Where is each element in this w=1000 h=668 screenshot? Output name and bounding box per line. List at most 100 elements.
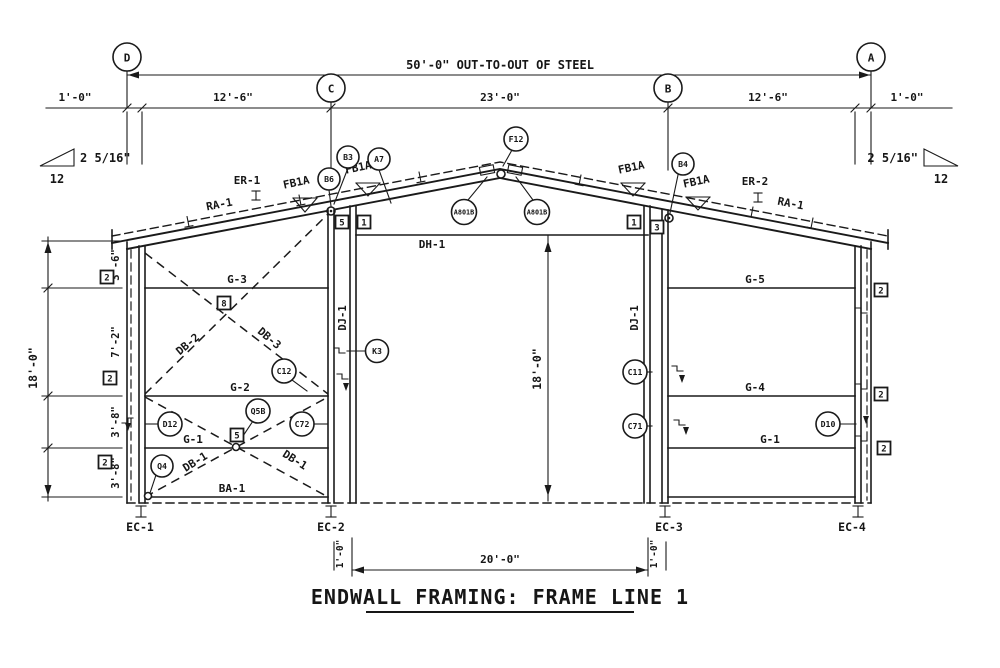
dim-overhang-left: 1'-0" — [58, 91, 91, 104]
grid-bubbles: D C B A — [112, 42, 886, 103]
svg-text:D12: D12 — [163, 419, 178, 429]
label-er2: ER-2 — [742, 175, 769, 188]
callout-a801b-right: A801B — [523, 198, 551, 226]
roof-labels: ER-1 ER-2 RA-1 RA-1 FB1A FB1A FB1A FB1A — [205, 158, 805, 213]
svg-text:C71: C71 — [628, 421, 643, 431]
box-b-left: 1 — [626, 214, 642, 230]
roof-rafters — [110, 161, 890, 251]
x-bracing: DB-2 DB-3 DB-1 DB-1 — [143, 213, 329, 501]
column-bases: EC-1 EC-2 EC-3 EC-4 — [126, 505, 866, 534]
svg-text:A801B: A801B — [454, 209, 474, 217]
callout-c71: C71 — [622, 413, 648, 439]
dim-jamb-left: 1'-0" — [335, 540, 346, 569]
callout-c12: C12 — [271, 358, 297, 384]
label-ra1-left: RA-1 — [205, 196, 234, 214]
box-left-top: 2 — [99, 269, 115, 285]
box-left-bot: 2 — [97, 454, 113, 470]
grid-bubble-a: A — [868, 52, 875, 65]
svg-text:2: 2 — [878, 287, 883, 297]
label-db1-left: DB-1 — [180, 449, 210, 474]
label-fb1a-1: FB1A — [282, 173, 311, 191]
callout-a7: A7 — [367, 147, 391, 171]
slope-rise-left: 2 5/16" — [80, 151, 131, 165]
callout-q4: Q4 — [150, 454, 174, 478]
circle-callouts: B3 A7 B6 F12 B4 A801B A801B K3 C12 D12 Q… — [150, 126, 841, 478]
label-ra1-right: RA-1 — [776, 195, 805, 213]
grid-bubble-d: D — [124, 52, 131, 65]
callout-a801b-left: A801B — [450, 198, 478, 226]
svg-text:Q5B: Q5B — [251, 406, 266, 416]
box-left-mid: 2 — [102, 370, 118, 386]
box-c-left: 5 — [334, 214, 350, 230]
svg-text:3: 3 — [654, 224, 659, 234]
drawing-title: ENDWALL FRAMING: FRAME LINE 1 — [311, 585, 689, 609]
dim-wall-height: 18'-0" — [26, 347, 40, 389]
box-right-bot: 2 — [876, 440, 892, 456]
callout-b3: B3 — [336, 145, 360, 169]
svg-text:D10: D10 — [821, 419, 836, 429]
slope-run-right: 12 — [934, 172, 948, 186]
svg-text:2: 2 — [104, 274, 109, 284]
door-dimensions: 18'-0" 1'-0" 1'-0" 20'-0" — [333, 235, 667, 577]
callout-c11: C11 — [622, 359, 648, 385]
slope-run-left: 12 — [50, 172, 64, 186]
box-c-right: 1 — [356, 214, 372, 230]
left-dimensions: 18'-0" 3'-6" 7'-2" 3'-8" 3'-8" — [26, 236, 123, 502]
label-ec1: EC-1 — [126, 520, 154, 534]
box-right-top: 2 — [873, 282, 889, 298]
callout-k3: K3 — [364, 338, 390, 364]
svg-text:1: 1 — [361, 219, 366, 229]
label-dh1: DH-1 — [419, 238, 446, 251]
dim-seg-4: 3'-8" — [110, 457, 122, 489]
box-right-mid: 2 — [873, 386, 889, 402]
svg-text:K3: K3 — [372, 346, 382, 356]
label-er1: ER-1 — [234, 174, 261, 187]
label-db1-right: DB-1 — [280, 447, 310, 472]
dim-bay-dc: 12'-6" — [213, 91, 253, 104]
svg-text:B6: B6 — [324, 174, 334, 184]
dim-bay-cb: 23'-0" — [480, 91, 520, 104]
label-g3: G-3 — [227, 273, 247, 286]
label-fb1a-4: FB1A — [682, 172, 711, 190]
svg-text:2: 2 — [881, 445, 886, 455]
dim-jamb-right: 1'-0" — [649, 540, 660, 569]
slope-rise-right: 2 5/16" — [867, 151, 918, 165]
slope-symbol-right: 2 5/16" 12 — [867, 148, 959, 186]
svg-text:C72: C72 — [295, 419, 310, 429]
svg-text:A801B: A801B — [527, 209, 547, 217]
clip-icons — [121, 307, 869, 442]
label-dj1-right: DJ-1 — [629, 305, 641, 330]
purlin-tick-icons — [184, 171, 816, 230]
svg-text:B4: B4 — [678, 159, 688, 169]
box-brace-lower: 5 — [229, 427, 245, 443]
grid-bubble-c: C — [328, 83, 335, 96]
svg-text:1: 1 — [631, 219, 636, 229]
columns — [126, 205, 872, 504]
dim-ticks — [122, 103, 876, 113]
dim-door-width: 20'-0" — [480, 553, 520, 566]
svg-text:F12: F12 — [509, 134, 524, 144]
brace-bolt-icon — [143, 491, 153, 501]
callout-leaders — [145, 149, 857, 494]
label-g1-right: G-1 — [760, 433, 780, 446]
svg-text:2: 2 — [878, 391, 883, 401]
callout-b4: B4 — [671, 152, 695, 176]
svg-text:Q4: Q4 — [157, 461, 167, 471]
svg-text:C11: C11 — [628, 367, 643, 377]
ridge-splice — [478, 164, 524, 179]
callout-d10: D10 — [815, 411, 841, 437]
svg-text:A7: A7 — [374, 154, 384, 164]
label-g1-left: G-1 — [183, 433, 203, 446]
label-g4: G-4 — [745, 381, 765, 394]
svg-text:2: 2 — [107, 375, 112, 385]
title-block: ENDWALL FRAMING: FRAME LINE 1 — [311, 585, 689, 613]
dim-door-height: 18'-0" — [530, 348, 544, 390]
dim-seg-3: 3'-8" — [110, 406, 122, 438]
label-ba1: BA-1 — [219, 482, 246, 495]
box-brace-upper: 8 — [216, 295, 232, 311]
brace-bolt-icon — [231, 442, 241, 452]
box-callouts: 5 1 1 3 8 5 2 2 2 2 2 2 — [97, 214, 892, 470]
label-g5: G-5 — [745, 273, 765, 286]
